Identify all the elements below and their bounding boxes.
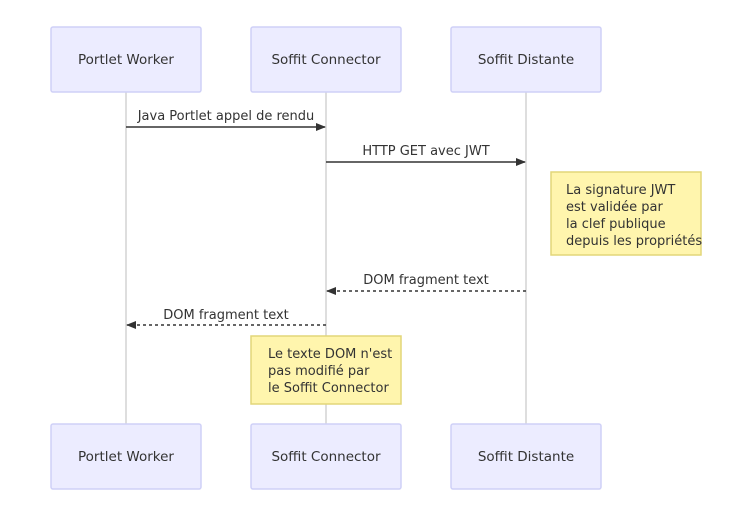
message-label: Java Portlet appel de rendu (137, 109, 315, 124)
message-http-get: HTTP GET avec JWT (326, 144, 526, 166)
actor-top-soffit-connector: Soffit Connector (250, 26, 402, 93)
note-jwt-validation: La signature JWT est validée par la clef… (550, 171, 702, 256)
actor-top-soffit-distante: Soffit Distante (450, 26, 602, 93)
note-dom-unmodified: Le texte DOM n'est pas modifié par le So… (250, 335, 402, 405)
actor-bottom-soffit-connector: Soffit Connector (250, 423, 402, 490)
actor-label: Soffit Connector (271, 52, 381, 68)
actor-top-portlet-worker: Portlet Worker (50, 26, 202, 93)
actor-label: Soffit Distante (478, 52, 574, 68)
note-text: La signature JWT est validée par la clef… (566, 183, 702, 249)
actor-bottom-soffit-distante: Soffit Distante (450, 423, 602, 490)
message-label: DOM fragment text (163, 308, 289, 323)
message-dom-fragment-return: DOM fragment text (126, 308, 326, 329)
note-text: Le texte DOM n'est pas modifié par le So… (268, 347, 396, 396)
message-render-call: Java Portlet appel de rendu (126, 109, 326, 131)
actor-label: Portlet Worker (78, 52, 174, 68)
message-label: DOM fragment text (363, 273, 489, 288)
actor-label: Portlet Worker (78, 449, 174, 465)
actor-label: Soffit Connector (271, 449, 381, 465)
actor-label: Soffit Distante (478, 449, 574, 465)
message-dom-fragment-reply: DOM fragment text (326, 273, 526, 295)
actor-bottom-portlet-worker: Portlet Worker (50, 423, 202, 490)
message-label: HTTP GET avec JWT (362, 144, 489, 159)
